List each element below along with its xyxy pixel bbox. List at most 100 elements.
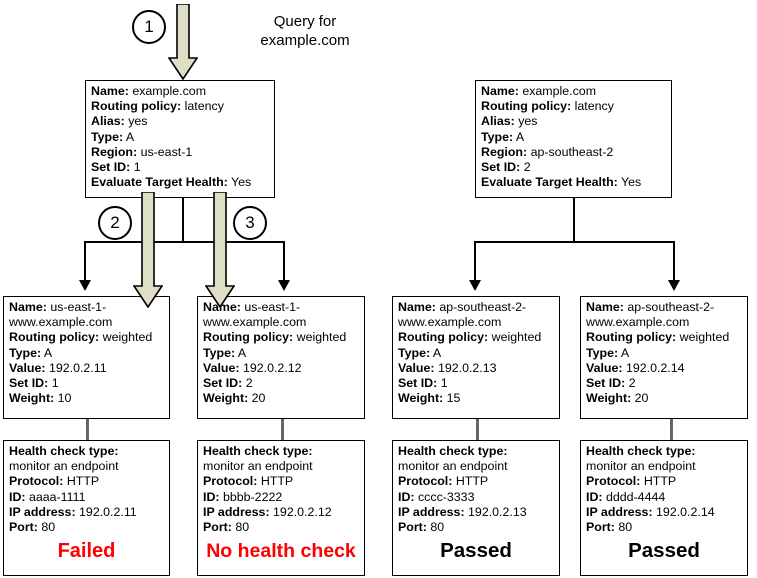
field-key: Health check type: xyxy=(398,444,508,458)
weighted-record-2[interactable]: Name: us-east-1- www.example.com Routing… xyxy=(197,296,365,419)
field-row: Name: ap-southeast-2- xyxy=(398,300,554,315)
latency-record-us-east-1[interactable]: Name: example.com Routing policy: latenc… xyxy=(85,80,275,198)
latency-record-ap-southeast-2[interactable]: Name: example.com Routing policy: latenc… xyxy=(475,80,672,198)
field-row: Set ID: 2 xyxy=(481,160,666,175)
health-check-4[interactable]: Health check type: monitor an endpoint P… xyxy=(580,440,748,576)
field-value: 2 xyxy=(523,160,531,175)
field-row: Value: 192.0.2.13 xyxy=(398,361,554,376)
field-row: Value: 192.0.2.12 xyxy=(203,361,359,376)
field-row: Value: 192.0.2.14 xyxy=(586,361,742,376)
weighted-record-4[interactable]: Name: ap-southeast-2- www.example.com Ro… xyxy=(580,296,748,419)
field-row: Port: 80 xyxy=(9,520,164,535)
field-key: Port: xyxy=(203,520,232,535)
field-row: Type: A xyxy=(398,346,554,361)
field-key: Weight: xyxy=(203,391,249,406)
field-key: Set ID: xyxy=(91,160,131,175)
field-row: Evaluate Target Health: Yes xyxy=(91,175,269,190)
field-row: ID: dddd-4444 xyxy=(586,490,742,505)
field-value: monitor an endpoint xyxy=(9,459,119,474)
weighted-record-1[interactable]: Name: us-east-1- www.example.com Routing… xyxy=(3,296,170,419)
connector-health-check-2 xyxy=(281,418,285,440)
field-key: Protocol: xyxy=(398,474,453,489)
field-row: Name: us-east-1- xyxy=(203,300,359,315)
field-value: weighted xyxy=(296,330,347,345)
status-badge: Passed xyxy=(440,539,512,563)
connector-health-check-3 xyxy=(476,418,480,440)
field-value: example.com xyxy=(522,84,597,98)
field-row: ID: bbbb-2222 xyxy=(203,490,359,505)
field-value: 192.0.2.13 xyxy=(468,504,527,519)
field-row: Name: example.com xyxy=(481,84,666,99)
field-row: Weight: 10 xyxy=(9,391,164,406)
field-key: Region: xyxy=(481,144,528,159)
query-label: Query for example.com xyxy=(205,12,405,50)
health-check-2[interactable]: Health check type: monitor an endpoint P… xyxy=(197,440,365,576)
field-key: Protocol: xyxy=(9,474,64,489)
field-value: Yes xyxy=(621,175,642,190)
field-row: Weight: 15 xyxy=(398,391,554,406)
query-label-line-2: example.com xyxy=(260,32,350,49)
field-key: IP address: xyxy=(398,504,465,519)
field-row: Set ID: 2 xyxy=(203,376,359,391)
field-value: HTTP xyxy=(455,474,489,489)
field-value: yes xyxy=(518,114,538,129)
field-value: 192.0.2.11 xyxy=(79,504,137,519)
field-key: Port: xyxy=(586,520,615,535)
field-key: Type: xyxy=(481,129,514,144)
field-value: ap-southeast-2- xyxy=(627,300,715,314)
field-value: cccc-3333 xyxy=(417,489,475,504)
field-key: Type: xyxy=(203,345,236,360)
field-row: Protocol: HTTP xyxy=(586,474,742,489)
field-row: Set ID: 2 xyxy=(586,376,742,391)
field-row: Protocol: HTTP xyxy=(9,474,164,489)
weighted-record-3[interactable]: Name: ap-southeast-2- www.example.com Ro… xyxy=(392,296,560,419)
field-row: ID: cccc-3333 xyxy=(398,490,554,505)
field-key: Health check type: xyxy=(586,444,696,458)
field-key: Name: xyxy=(398,300,436,314)
field-key: Type: xyxy=(91,129,124,144)
field-key: Value: xyxy=(9,360,46,375)
field-key: ID: xyxy=(9,489,26,504)
flow-arrow-step-2 xyxy=(133,192,163,308)
field-row: Set ID: 1 xyxy=(91,160,269,175)
field-key: Routing policy: xyxy=(481,99,572,114)
field-value: ap-southeast-2- xyxy=(439,300,527,314)
field-key: Set ID: xyxy=(9,376,49,391)
connector-right-bar xyxy=(474,241,675,244)
status-badge: Passed xyxy=(628,539,700,563)
field-value: weighted xyxy=(679,330,730,345)
field-value: A xyxy=(432,345,442,360)
arrowhead-right-branch-1 xyxy=(469,280,481,291)
field-value: us-east-1- xyxy=(244,300,301,314)
flow-arrow-step-3 xyxy=(205,192,235,308)
field-value-continuation: www.example.com xyxy=(586,315,690,330)
field-value: A xyxy=(237,345,247,360)
health-check-3[interactable]: Health check type: monitor an endpoint P… xyxy=(392,440,560,576)
field-row: IP address: 192.0.2.11 xyxy=(9,505,164,520)
health-check-1[interactable]: Health check type: monitor an endpoint P… xyxy=(3,440,170,576)
connector-right-branch-2 xyxy=(673,241,676,282)
field-value: 2 xyxy=(628,376,636,391)
field-row: Region: us-east-1 xyxy=(91,145,269,160)
field-row: Type: A xyxy=(203,346,359,361)
field-key: Region: xyxy=(91,144,138,159)
field-row: Weight: 20 xyxy=(203,391,359,406)
arrowhead-right-branch-2 xyxy=(668,280,680,291)
field-key: Port: xyxy=(9,520,38,535)
field-value: us-east-1- xyxy=(50,300,107,314)
field-row: Port: 80 xyxy=(203,520,359,535)
field-key: Set ID: xyxy=(203,376,243,391)
field-row: Type: A xyxy=(481,130,666,145)
field-row: Protocol: HTTP xyxy=(398,474,554,489)
callout-3: 3 xyxy=(233,206,267,240)
field-value: 80 xyxy=(618,520,633,535)
field-key: Protocol: xyxy=(586,474,641,489)
connector-left-trunk xyxy=(182,197,185,243)
field-value: us-east-1 xyxy=(140,144,193,159)
field-value: 80 xyxy=(235,520,250,535)
field-key: Name: xyxy=(91,84,129,98)
field-key: Type: xyxy=(586,345,619,360)
field-key: Weight: xyxy=(398,391,444,406)
field-value: 192.0.2.14 xyxy=(656,504,715,519)
